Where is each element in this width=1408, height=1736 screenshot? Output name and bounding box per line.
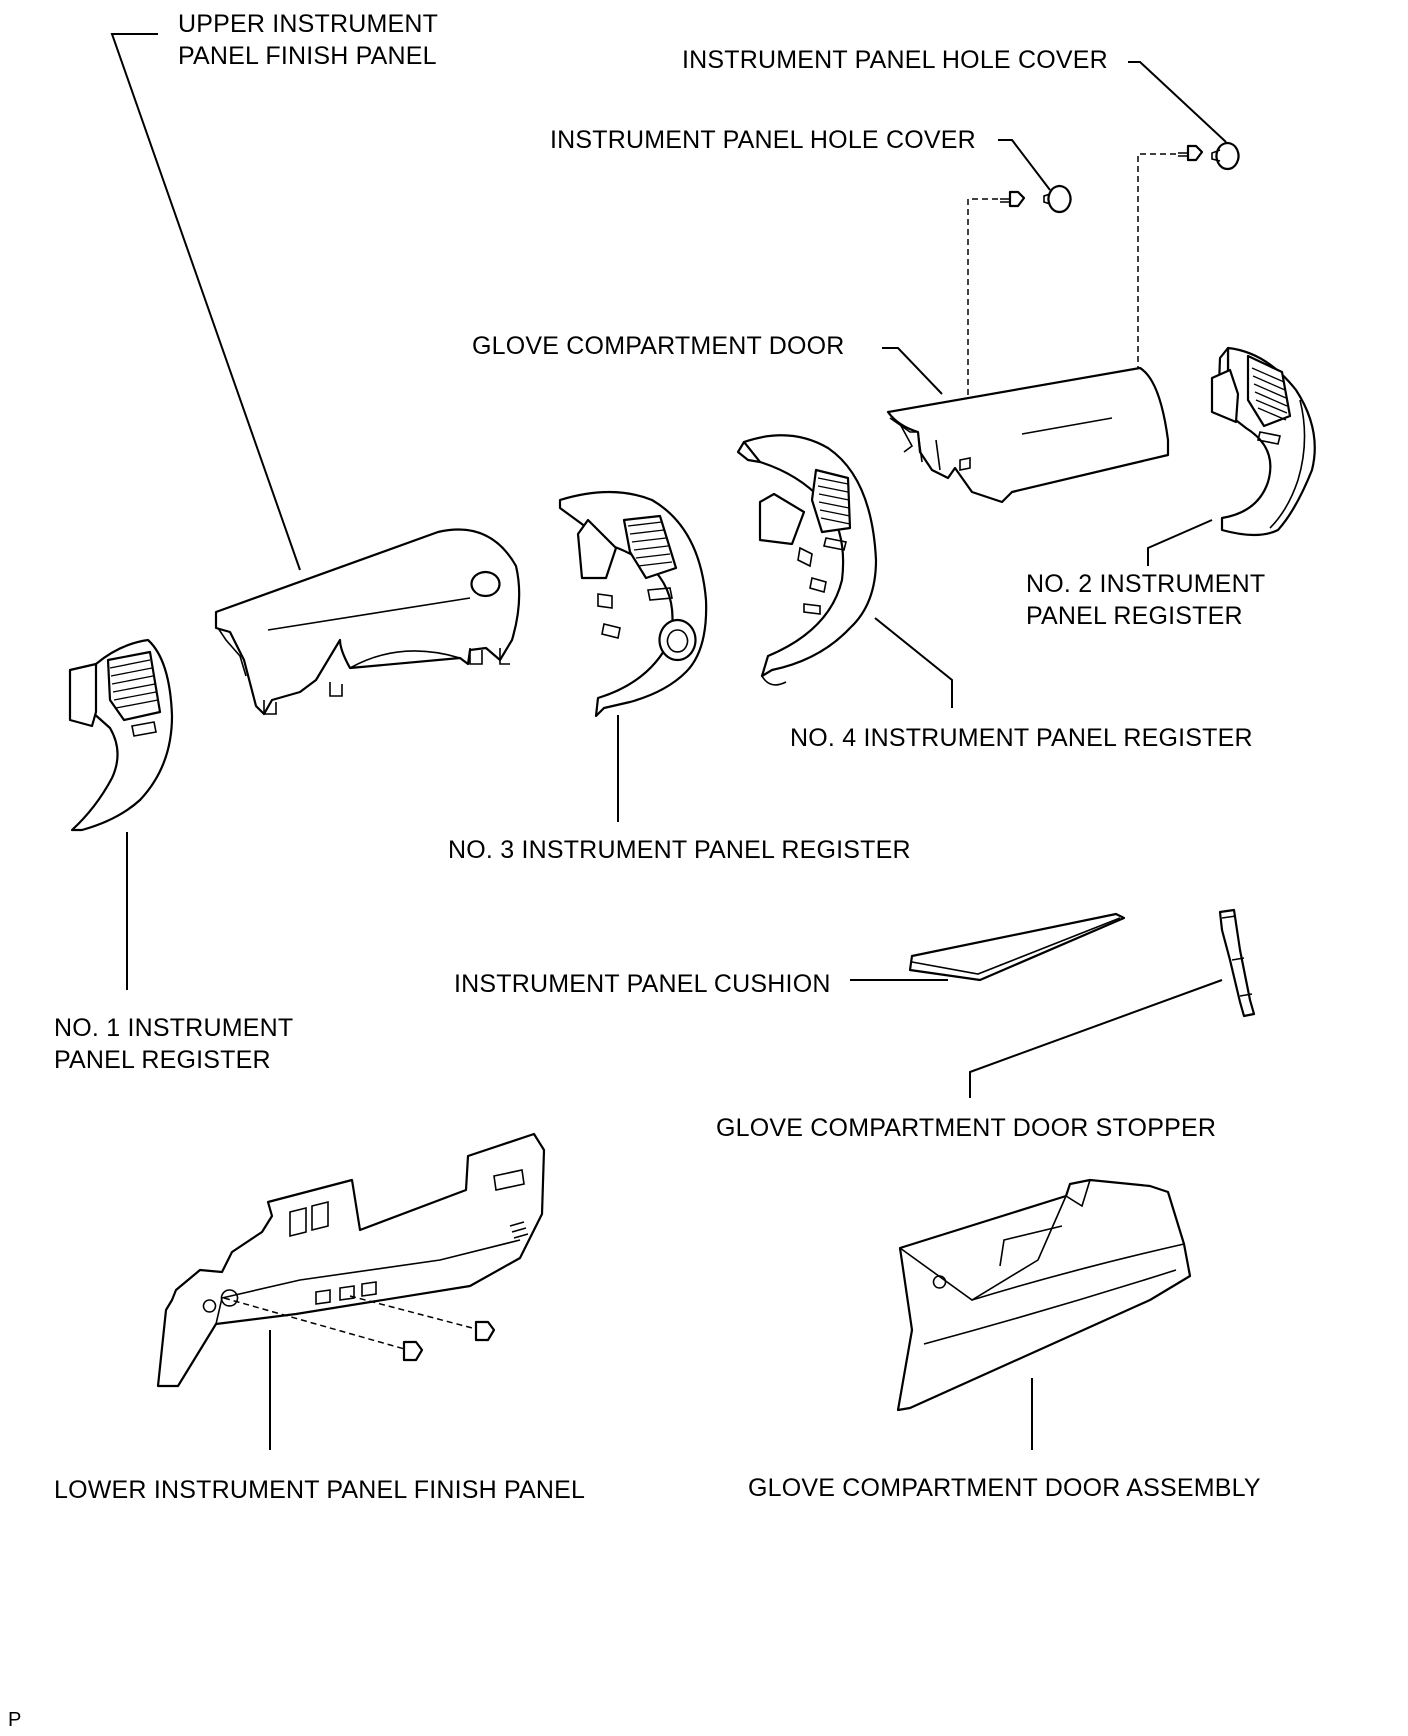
label-hole-cover-right: INSTRUMENT PANEL HOLE COVER	[682, 46, 1108, 74]
hole-cover-left-part	[1043, 184, 1072, 214]
label-no3-register: NO. 3 INSTRUMENT PANEL REGISTER	[448, 836, 911, 864]
leader-lines	[110, 33, 1227, 1450]
leader-glove-door	[882, 347, 943, 395]
label-glove-door: GLOVE COMPARTMENT DOOR	[472, 332, 845, 360]
instrument-panel-cushion-part	[908, 912, 1126, 982]
lower-panel-part	[156, 1132, 546, 1388]
no1-register-part	[68, 638, 174, 832]
corner-mark: P	[8, 1709, 22, 1731]
label-door-stopper: GLOVE COMPARTMENT DOOR STOPPER	[716, 1114, 1217, 1142]
label-upper-panel-line2: PANEL FINISH PANEL	[178, 42, 437, 70]
leader-no4-register	[874, 617, 953, 708]
label-no1-register-line1: NO. 1 INSTRUMENT	[54, 1014, 294, 1042]
glove-compartment-door-part	[886, 366, 1170, 504]
label-hole-cover-left: INSTRUMENT PANEL HOLE COVER	[550, 126, 976, 154]
leader-hole-cover-right	[1128, 61, 1227, 143]
upper-panel-part	[214, 528, 521, 716]
leader-no2-register	[1147, 519, 1213, 566]
leader-hole-cover-left	[998, 139, 1051, 191]
label-no4-register: NO. 4 INSTRUMENT PANEL REGISTER	[790, 724, 1253, 752]
label-no1-register-line2: PANEL REGISTER	[54, 1046, 271, 1074]
no4-register-part	[736, 434, 878, 686]
hole-cover-right-part	[1211, 141, 1240, 171]
label-no2-register-line1: NO. 2 INSTRUMENT	[1026, 570, 1266, 598]
no2-register-part	[1210, 346, 1316, 537]
label-no2-register-line2: PANEL REGISTER	[1026, 602, 1243, 630]
label-upper-panel-line1: UPPER INSTRUMENT	[178, 10, 439, 38]
label-cushion: INSTRUMENT PANEL CUSHION	[454, 970, 831, 998]
leader-upper-panel	[110, 33, 301, 571]
no3-register-part	[558, 490, 708, 718]
glove-door-assembly-part	[896, 1178, 1192, 1412]
label-lower-panel: LOWER INSTRUMENT PANEL FINISH PANEL	[54, 1476, 586, 1504]
door-stopper-part	[1218, 908, 1256, 1018]
leader-door-stopper	[969, 979, 1223, 1098]
label-door-assembly: GLOVE COMPARTMENT DOOR ASSEMBLY	[748, 1474, 1261, 1502]
